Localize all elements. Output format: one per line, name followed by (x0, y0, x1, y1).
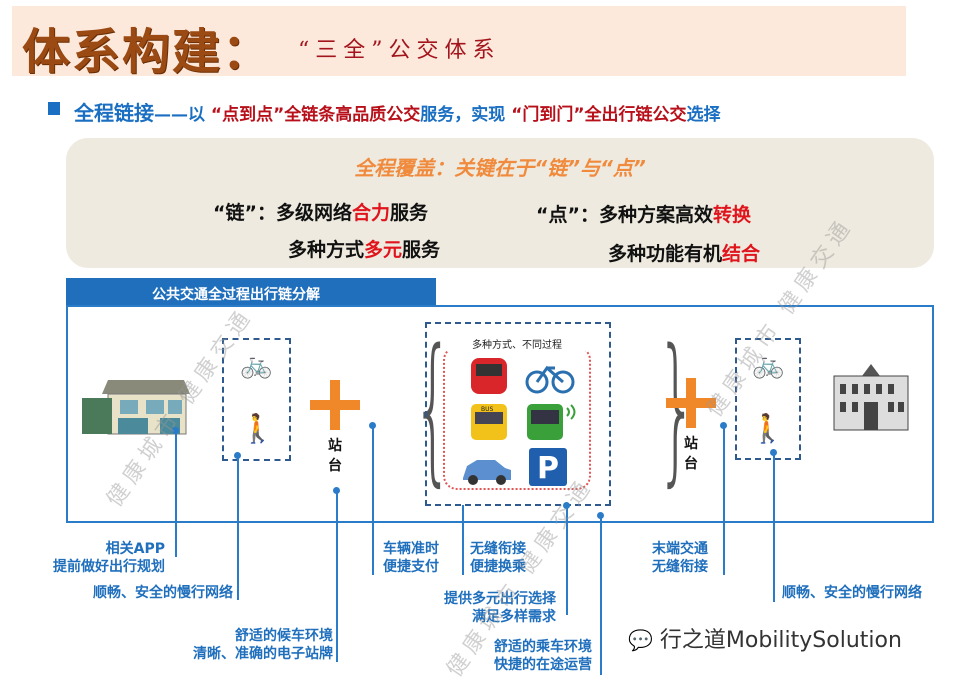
bullet-lead: 全程链接 (74, 101, 154, 125)
diagram-tab-title: 公共交通全过程出行链分解 (66, 278, 436, 306)
label-last-mile: 末端交通无缝衔接 (652, 540, 708, 576)
bullet-text: 全程链接——以 “点到点”全链条高品质公交服务，实现 “门到门”全出行链公交选择 (74, 97, 721, 126)
station-label-right: 站台 (684, 436, 698, 472)
connector-dot (234, 452, 241, 459)
chain-line-2: 多种方式多元服务 (288, 235, 440, 262)
bicycle-icon (525, 365, 575, 394)
page-title: 体系构建： (22, 24, 273, 80)
text: 相关APP (105, 541, 165, 557)
page-subtitle: “三全”公交体系 (298, 38, 501, 63)
text: 快捷的在途运营 (494, 657, 592, 673)
bullet-icon (48, 102, 60, 115)
bullet-mid: 服务，实现 (420, 105, 512, 125)
text: 无缝衔接 (470, 541, 526, 557)
modes-box (425, 322, 611, 506)
connector-line (372, 425, 374, 575)
pedestrian-icon: 🚶 (240, 412, 275, 445)
label-walk-left: 顺畅、安全的慢行网络 (93, 585, 233, 601)
connector-dot (563, 502, 570, 509)
text: 满足多样需求 (472, 609, 556, 625)
text: 车辆准时 (383, 541, 439, 557)
modes-inner-box: 多种方式、不同过程 BUS P (443, 336, 591, 490)
text: “链”：多级网络 (213, 202, 352, 224)
label-choice: 提供多元出行选择满足多样需求 (444, 590, 556, 626)
connector-dot (172, 427, 179, 434)
diagram-frame (66, 305, 934, 523)
connector-dot (720, 422, 727, 429)
text: 舒适的乘车环境 (494, 639, 592, 655)
connector-line (175, 430, 177, 557)
bullet-end: 选择 (686, 105, 721, 125)
title-banner (12, 6, 906, 76)
train-icon (471, 358, 507, 394)
bullet-red2: “门到门”全出行链公交 (511, 105, 687, 125)
label-riding: 舒适的乘车环境快捷的在途运营 (494, 638, 592, 674)
connector-line (600, 515, 602, 675)
text: 末端交通 (652, 541, 708, 557)
modes-label: 多种方式、不同过程 (445, 336, 589, 351)
text: “点”：多种方案高效 (536, 204, 713, 226)
brand-logo: 💬 行之道MobilitySolution (628, 622, 902, 654)
label-punctual: 车辆准时便捷支付 (383, 540, 439, 576)
car-icon (463, 460, 511, 485)
connector-dot (333, 487, 340, 494)
school-bus-icon: BUS (471, 404, 507, 440)
text: 便捷换乘 (470, 559, 526, 575)
bicycle-icon: 🚲 (240, 350, 273, 380)
wechat-icon: 💬 (628, 628, 653, 652)
highlight: 结合 (722, 243, 761, 265)
highlight: 合力 (351, 202, 390, 224)
bus-icon (527, 404, 576, 440)
chain-line-1: “链”：多级网络合力服务 (213, 198, 428, 225)
parking-icon: P (529, 448, 567, 486)
plus-icon (310, 380, 360, 430)
connector-line (566, 505, 568, 615)
text: 多种方式 (288, 239, 365, 261)
connector-dot (770, 449, 777, 456)
building-icon (833, 364, 909, 431)
text: 清晰、准确的电子站牌 (193, 646, 333, 662)
highlight: 转换 (712, 204, 751, 226)
bus-sign: BUS (481, 406, 494, 413)
highlight: 多元 (364, 239, 403, 261)
text: 无缝衔接 (652, 559, 708, 575)
connector-dot (369, 422, 376, 429)
text: 服务 (390, 202, 429, 224)
connector-line (237, 455, 239, 600)
text: 多种功能有机 (608, 243, 723, 265)
text: 便捷支付 (383, 559, 439, 575)
connector-line (462, 505, 464, 575)
bullet-dash: ——以 (154, 105, 211, 125)
point-line-2: 多种功能有机结合 (608, 239, 760, 266)
text: 服务 (402, 239, 441, 261)
pedestrian-icon: 🚶 (750, 412, 785, 445)
label-waiting: 舒适的候车环境清晰、准确的电子站牌 (193, 627, 333, 663)
station-label-left: 站台 (328, 438, 342, 474)
plus-icon (666, 378, 716, 428)
text: 提供多元出行选择 (444, 591, 556, 607)
text: 提前做好出行规划 (53, 559, 165, 575)
house-icon (82, 380, 190, 435)
coverage-box: 全程覆盖：关键在于“链”与“点” “链”：多级网络合力服务 多种方式多元服务 “… (66, 138, 934, 268)
point-line-1: “点”：多种方案高效转换 (536, 200, 751, 227)
connector-line (773, 452, 775, 602)
connector-dot (597, 512, 604, 519)
walk-bike-box-left (222, 338, 291, 461)
text: 舒适的候车环境 (235, 628, 333, 644)
connector-line (336, 490, 338, 662)
logo-text: 行之道MobilitySolution (659, 628, 902, 653)
connector-line (723, 425, 725, 575)
label-app: 相关APP 提前做好出行规划 (53, 540, 165, 576)
bicycle-icon: 🚲 (752, 350, 785, 380)
walk-bike-box-right (735, 338, 801, 460)
coverage-title: 全程覆盖：关键在于“链”与“点” (354, 156, 646, 180)
label-transfer: 无缝衔接便捷换乘 (470, 540, 526, 576)
label-walk-right: 顺畅、安全的慢行网络 (782, 585, 922, 601)
bullet-red1: “点到点”全链条高品质公交 (210, 105, 421, 125)
svg-text:P: P (537, 451, 559, 486)
